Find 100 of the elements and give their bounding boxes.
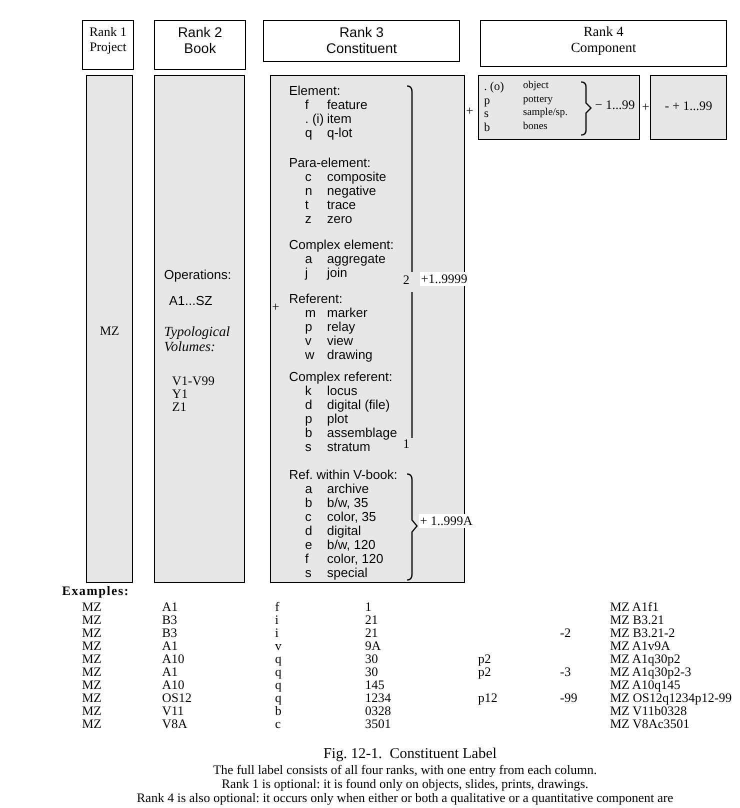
category-heading: Complex referent: — [289, 370, 392, 384]
code-letter: d — [305, 398, 312, 412]
table-cell: B3 — [162, 613, 178, 628]
component-panel — [478, 75, 640, 140]
term: b/w, 120 — [327, 538, 376, 552]
table-cell: A1 — [162, 639, 178, 654]
code-letter: q — [305, 126, 312, 140]
table-cell: p2 — [478, 665, 491, 680]
category-heading: Element: — [289, 84, 340, 98]
code-letter: p — [305, 412, 312, 426]
category-heading: Para-element: — [289, 156, 371, 170]
code-letter: b — [305, 426, 312, 440]
term: drawing — [327, 348, 373, 362]
plus-sign: + — [466, 104, 474, 118]
plus-sign: + — [272, 300, 280, 314]
table-cell: i — [275, 613, 279, 628]
note-text: Rank 1 is optional: it is found only on objects, slides, prints, drawings. — [220, 777, 590, 792]
column-header — [82, 20, 134, 70]
term: feature — [327, 98, 368, 112]
term: negative — [327, 184, 376, 198]
term: relay — [327, 320, 356, 334]
table-cell: c — [275, 717, 281, 732]
code-letter: e — [305, 538, 312, 552]
table-cell: 9A — [365, 639, 381, 654]
section-heading: Examples: — [62, 584, 130, 598]
category-heading: Typological Volumes: — [164, 326, 231, 356]
code-range: A1...SZ — [169, 294, 212, 308]
range-text: +1..9999 — [420, 272, 468, 286]
term: zero — [327, 212, 352, 226]
code-letter: s — [484, 107, 489, 120]
column-header — [263, 20, 460, 62]
code-letter: z — [305, 212, 312, 226]
rank-number: Rank 3 — [338, 25, 385, 40]
brace-mark: 2 — [403, 273, 410, 288]
table-cell: v — [275, 639, 282, 654]
code-letter: a — [305, 482, 312, 496]
table-cell: 1 — [365, 600, 372, 614]
table-cell: MZ — [82, 665, 102, 680]
table-cell: MZ — [82, 717, 102, 732]
code-letter: s — [305, 440, 312, 454]
project-code: MZ — [98, 324, 120, 338]
table-cell: MZ V11b0328 — [610, 704, 687, 718]
code-panel — [86, 75, 133, 583]
term: locus — [327, 384, 358, 398]
table-cell: 3501 — [365, 717, 391, 732]
table-cell: -2 — [560, 626, 571, 640]
table-cell: 30 — [365, 652, 378, 666]
table-cell: V8A — [162, 717, 188, 732]
code-letter: n — [305, 184, 312, 198]
table-cell: MZ — [82, 613, 102, 628]
term: marker — [327, 306, 368, 320]
term: sample/sp. — [523, 107, 568, 119]
rank-name: Component — [570, 41, 638, 56]
code-letter: f — [305, 552, 309, 566]
table-cell: 21 — [365, 626, 378, 640]
table-cell: i — [275, 626, 279, 640]
table-cell: MZ — [82, 639, 102, 654]
table-cell: A10 — [162, 652, 184, 666]
code-letter: d — [305, 524, 312, 538]
plus-sign: + — [642, 100, 650, 114]
table-cell: MZ B3.21-2 — [610, 626, 675, 640]
term: view — [327, 334, 354, 348]
code-letter: p — [484, 94, 490, 107]
table-cell: MZ — [82, 600, 102, 614]
table-cell: b — [275, 704, 282, 718]
code-letter: s — [305, 566, 312, 580]
term: color, 35 — [327, 510, 376, 524]
table-cell: 0328 — [365, 704, 391, 718]
table-cell: p12 — [478, 691, 498, 706]
term: stratum — [327, 440, 370, 454]
range-text: - + 1...99 — [664, 99, 714, 114]
code-letter: j — [305, 266, 308, 280]
rank-name: Constituent — [325, 41, 398, 56]
term: digital — [327, 524, 361, 538]
table-cell: OS12 — [162, 691, 192, 706]
term: item — [327, 112, 352, 126]
term: q-lot — [327, 126, 352, 140]
code-letter: . (o) — [484, 80, 504, 94]
category-heading: Referent: — [289, 292, 342, 306]
term: assemblage — [327, 426, 398, 440]
table-cell: A10 — [162, 678, 184, 692]
term: bones — [523, 120, 548, 132]
code-letter: w — [305, 348, 314, 362]
rank-number: Rank 2 — [176, 25, 224, 40]
table-cell: MZ A1q30p2 — [610, 652, 680, 666]
code-letter: a — [305, 252, 312, 266]
code-letter: c — [305, 170, 312, 184]
table-cell: q — [275, 652, 282, 666]
category-heading: Complex element: — [289, 238, 394, 252]
table-cell: MZ A1q30p2-3 — [610, 665, 692, 680]
code-letter: . (i) — [305, 112, 324, 126]
note-text: The full label consists of all four ranks, with one entry from each column. — [212, 763, 598, 778]
component-panel — [650, 75, 727, 140]
term: composite — [327, 170, 386, 184]
category-heading: Ref. within V-book: — [289, 468, 398, 482]
term: b/w, 35 — [327, 496, 368, 510]
table-cell: A1 — [162, 665, 178, 680]
code-range: Z1 — [172, 400, 186, 414]
code-letter: b — [305, 496, 312, 510]
code-range: Y1 — [172, 387, 188, 402]
